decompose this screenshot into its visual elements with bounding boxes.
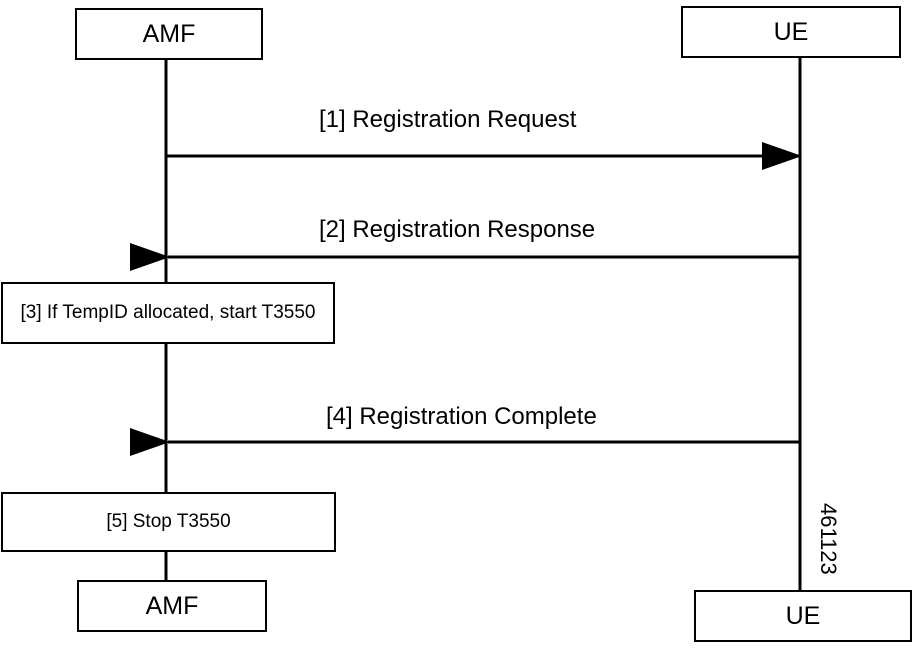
ue-participant-top: UE	[681, 6, 901, 58]
step-3-box: [3] If TempID allocated, start T3550	[1, 282, 335, 344]
amf-participant-top: AMF	[75, 8, 263, 60]
message-label-registration-complete: [4] Registration Complete	[326, 403, 597, 430]
message-label-registration-response: [2] Registration Response	[319, 216, 596, 243]
step-5-box: [5] Stop T3550	[1, 492, 336, 552]
figure-id: 461123	[816, 503, 841, 575]
amf-participant-bottom: AMF	[77, 580, 267, 632]
ue-participant-bottom: UE	[694, 590, 912, 642]
message-label-registration-request: [1] Registration Request	[319, 106, 577, 133]
